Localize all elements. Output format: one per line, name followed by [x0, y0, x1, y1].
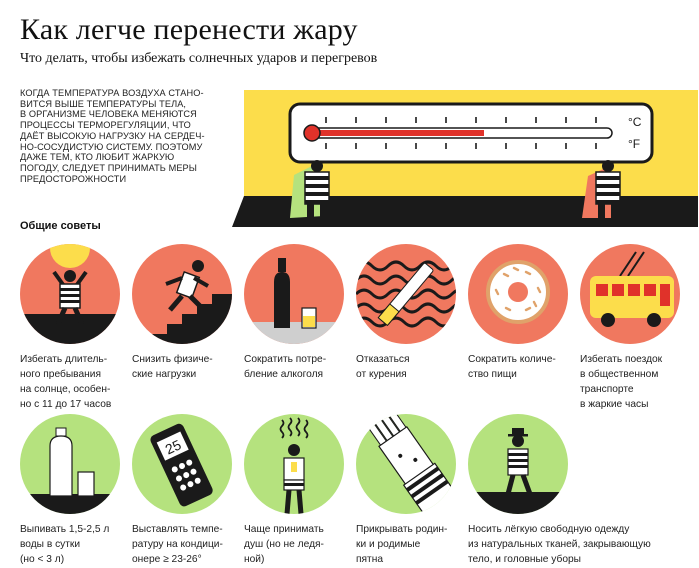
- shower-person-icon: [244, 414, 344, 514]
- tip-reduce-physical-load: Снизить физиче- ские нагрузки: [132, 244, 244, 382]
- fahrenheit-label: °F: [628, 137, 640, 151]
- hat-person-icon: [468, 414, 568, 514]
- cigarette-icon: [356, 244, 456, 344]
- tip-avoid-public-transport: Избегать поездок в общественном транспор…: [580, 244, 692, 412]
- tip-caption: Избегать длитель- ного пребывания на сол…: [20, 354, 112, 410]
- tip-caption: Чаще принимать душ (но не ледя- ной): [244, 524, 324, 565]
- running-stairs-icon: [132, 244, 232, 344]
- page-title: Как легче перенести жару: [20, 13, 358, 46]
- page-subtitle: Что делать, чтобы избежать солнечных уда…: [20, 51, 378, 66]
- tip-caption: Снизить физиче- ские нагрузки: [132, 354, 213, 380]
- trolleybus-icon: [580, 244, 680, 344]
- tip-cover-moles: Прикрывать родин- ки и родимые пятна: [356, 414, 468, 567]
- intro-text: КОГДА ТЕМПЕРАТУРА ВОЗДУХА СТАНО- ВИТСЯ В…: [20, 88, 205, 184]
- covered-arm-icon: [356, 414, 456, 514]
- left-carrier-person-icon: [290, 160, 330, 220]
- remote-control-icon: 25: [132, 414, 232, 514]
- tip-caption: Носить лёгкую свободную одежду из натура…: [468, 524, 651, 565]
- tip-caption: Сократить количе- ство пищи: [468, 354, 556, 380]
- hero-floor: [232, 196, 698, 227]
- celsius-label: °C: [628, 115, 642, 129]
- tip-caption: Сократить потре- бление алкоголя: [244, 354, 327, 380]
- bottle-glass-icon: [244, 244, 344, 344]
- tip-caption: Выставлять темпе- ратуру на кондици- оне…: [132, 524, 223, 565]
- water-bottle-icon: [20, 414, 120, 514]
- right-carrier-person-icon: [582, 160, 621, 220]
- tip-caption: Выпивать 1,5-2,5 л воды в сутки (но < 3 …: [20, 524, 110, 565]
- remote-display-value: 25: [163, 436, 184, 457]
- tip-take-shower: Чаще принимать душ (но не ледя- ной): [244, 414, 356, 567]
- tip-drink-water: Выпивать 1,5-2,5 л воды в сутки (но < 3 …: [20, 414, 132, 567]
- tip-caption: Прикрывать родин- ки и родимые пятна: [356, 524, 448, 565]
- section-title-general-tips: Общие советы: [20, 220, 101, 232]
- donut-icon: [468, 244, 568, 344]
- tip-reduce-food: Сократить количе- ство пищи: [468, 244, 580, 382]
- tip-quit-smoking: Отказаться от курения: [356, 244, 468, 382]
- tip-caption: Избегать поездок в общественном транспор…: [580, 354, 663, 410]
- tip-avoid-sun: Избегать длитель- ного пребывания на сол…: [20, 244, 132, 412]
- thermometer-icon: °C °F: [288, 102, 654, 164]
- tip-reduce-alcohol: Сократить потре- бление алкоголя: [244, 244, 356, 382]
- tip-caption: Отказаться от курения: [356, 354, 410, 380]
- thermometer-hero-illustration: °C °F: [232, 90, 698, 227]
- tip-light-clothing: Носить лёгкую свободную одежду из натура…: [468, 414, 668, 567]
- tip-air-conditioner: 25 Выставлять темпе- ратуру на кондици- …: [132, 414, 244, 567]
- sun-beach-person-icon: [20, 244, 120, 344]
